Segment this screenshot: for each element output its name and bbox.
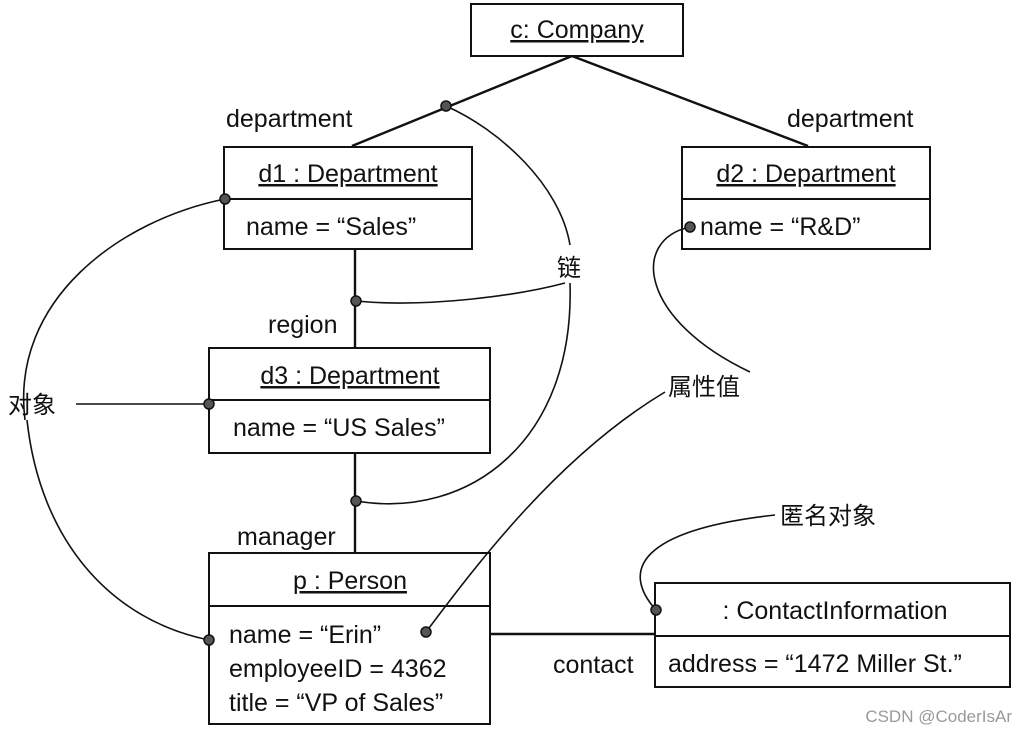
dot-link-manager xyxy=(350,495,362,507)
attribute-value: name = “Erin” xyxy=(229,621,381,649)
object-title: d2 : Department xyxy=(716,160,895,188)
dot-attr-person xyxy=(420,626,432,638)
dot-anonymous xyxy=(650,604,662,616)
dot-attr-d2 xyxy=(684,221,696,233)
role-department-right: department xyxy=(787,105,914,133)
object-title: d3 : Department xyxy=(260,362,439,390)
dot-object-person xyxy=(203,634,215,646)
role-manager: manager xyxy=(237,523,336,551)
object-company: c: Company xyxy=(470,3,684,57)
callout-link-region xyxy=(355,282,566,304)
dot-link-company xyxy=(440,100,452,112)
role-labels: department department region manager con… xyxy=(226,105,914,679)
callout-link-company xyxy=(445,105,571,246)
attribute-value: name = “US Sales” xyxy=(233,414,445,442)
object-d2: d2 : Department name = “R&D” xyxy=(681,146,931,250)
callout-object-person xyxy=(26,419,210,641)
role-department-left: department xyxy=(226,105,353,133)
object-title: : ContactInformation xyxy=(722,597,947,625)
attribute-value: employeeID = 4362 xyxy=(229,655,447,683)
annotation-anonymous-object: 匿名对象 xyxy=(780,502,876,530)
annotation-labels: 链 对象 属性值 匿名对象 xyxy=(8,254,876,530)
annotation-attribute-value: 属性值 xyxy=(668,373,740,401)
annotation-link: 链 xyxy=(557,254,581,282)
callout-object-d1 xyxy=(22,198,226,421)
callout-anonymous xyxy=(639,514,776,611)
object-title: c: Company xyxy=(510,16,644,44)
callout-attr-person xyxy=(425,391,666,633)
role-region: region xyxy=(268,311,338,339)
annotation-object: 对象 xyxy=(8,391,56,419)
callout-attr-d2 xyxy=(652,226,751,373)
attribute-value: title = “VP of Sales” xyxy=(229,689,443,717)
callout-link-manager xyxy=(355,282,571,505)
anchor-dots xyxy=(203,100,696,646)
object-d3: d3 : Department name = “US Sales” xyxy=(208,347,491,454)
attribute-value: name = “Sales” xyxy=(246,213,416,241)
role-contact: contact xyxy=(553,651,634,679)
attribute-value: address = “1472 Miller St.” xyxy=(668,650,962,678)
link-company-d1 xyxy=(351,54,573,148)
object-title: p : Person xyxy=(293,567,407,595)
object-contact: : ContactInformation address = “1472 Mil… xyxy=(654,582,1011,688)
dot-link-region xyxy=(350,295,362,307)
object-title: d1 : Department xyxy=(258,160,437,188)
attribute-value: name = “R&D” xyxy=(700,213,860,241)
object-person: p : Person name = “Erin” employeeID = 43… xyxy=(208,552,491,725)
object-d1: d1 : Department name = “Sales” xyxy=(223,146,473,250)
link-company-d2 xyxy=(571,54,809,148)
dot-object-d1 xyxy=(219,193,231,205)
callout-lines xyxy=(22,105,776,641)
links xyxy=(351,54,809,636)
dot-object-d3 xyxy=(203,398,215,410)
watermark: CSDN @CoderIsAr xyxy=(865,707,1012,726)
